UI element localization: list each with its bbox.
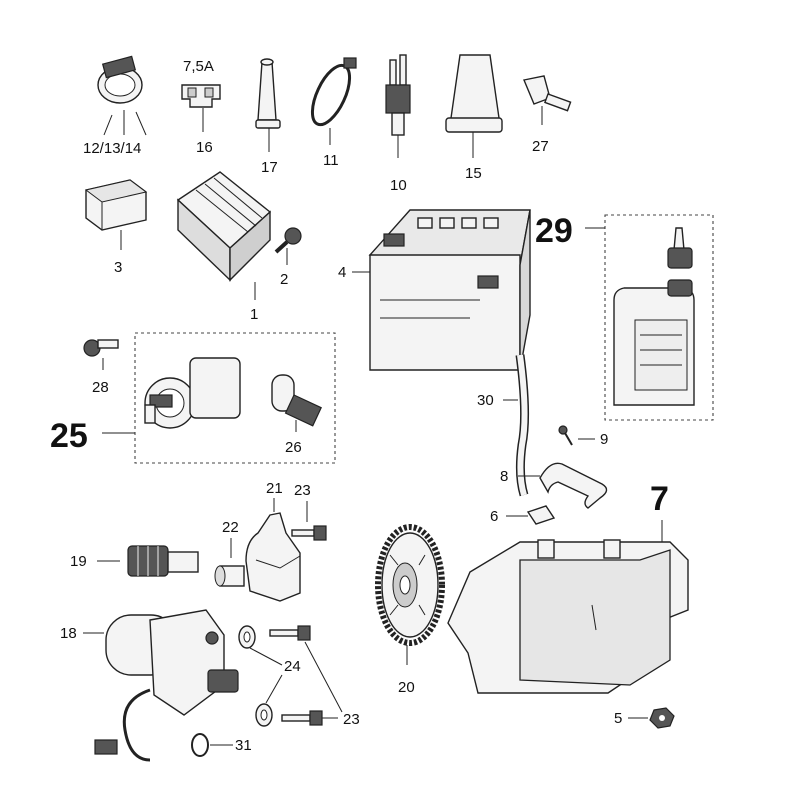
label-9: 9 [600, 431, 608, 448]
battery-strap-part [518, 462, 608, 509]
label-3: 3 [114, 259, 122, 276]
label-25: 25 [50, 417, 88, 455]
cable-boot-part [255, 58, 281, 152]
label-8: 8 [500, 468, 508, 485]
cable-tie-part [310, 57, 357, 145]
label-4: 4 [338, 264, 346, 281]
battery-tray-part [447, 539, 689, 694]
bracket-21-part [245, 512, 301, 602]
bolt-28-part [83, 339, 119, 370]
label-10: 10 [390, 177, 407, 194]
voltage-regulator-part [176, 171, 272, 300]
bolt-23-lower-part [281, 710, 323, 726]
bolt-23-mid-part [269, 625, 311, 641]
hose-clamp-part [97, 55, 147, 136]
breather-tube-part [503, 354, 530, 497]
nut-part [628, 707, 675, 729]
label-16: 16 [196, 139, 213, 156]
label-27: 27 [532, 138, 549, 155]
screw-9-part [558, 425, 595, 446]
label-15: 15 [465, 165, 482, 182]
label-30: 30 [477, 392, 494, 409]
label-22: 22 [222, 519, 239, 536]
bolt-23-upper-part [291, 525, 327, 541]
label-23-lower: 23 [343, 711, 360, 728]
label-26: 26 [285, 439, 302, 456]
group-box-29 [604, 214, 714, 421]
relay-part [84, 179, 148, 250]
battery-part [352, 209, 531, 371]
starter-motor-part [94, 609, 239, 762]
lock-cylinder-part [271, 374, 322, 432]
label-2: 2 [280, 271, 288, 288]
starter-drive-part [127, 545, 199, 577]
o-ring-part [191, 733, 233, 757]
label-28: 28 [92, 379, 109, 396]
label-7: 7 [650, 480, 669, 518]
label-11: 11 [323, 152, 339, 169]
screw-2-part [274, 227, 302, 265]
group-box-25 [134, 332, 336, 464]
sprocket-part [375, 524, 445, 665]
label-18: 18 [60, 625, 77, 642]
label-31: 31 [235, 737, 252, 754]
washer-24-upper-part [238, 625, 256, 649]
rubber-boot-part [445, 54, 503, 158]
label-19: 19 [70, 553, 87, 570]
connector-clip-part [523, 75, 572, 125]
label-29: 29 [535, 212, 573, 250]
label-6: 6 [490, 508, 498, 525]
fuse-part [181, 84, 221, 132]
label-5: 5 [614, 710, 622, 727]
label-20: 20 [398, 679, 415, 696]
label-24: 24 [284, 658, 301, 675]
label-23-upper: 23 [294, 482, 311, 499]
clip-6-part [506, 505, 556, 525]
label-1: 1 [250, 306, 258, 323]
label-21: 21 [266, 480, 283, 497]
brake-switch-part [385, 54, 411, 158]
washer-24-lower-part [255, 703, 273, 727]
label-12-13-14: 12/13/14 [83, 140, 141, 157]
fuse-rating-label: 7,5A [183, 58, 214, 75]
bushing-part [214, 565, 245, 587]
ignition-switch-part [144, 357, 241, 429]
label-17: 17 [261, 159, 278, 176]
electrolyte-bottle-part [613, 227, 695, 406]
